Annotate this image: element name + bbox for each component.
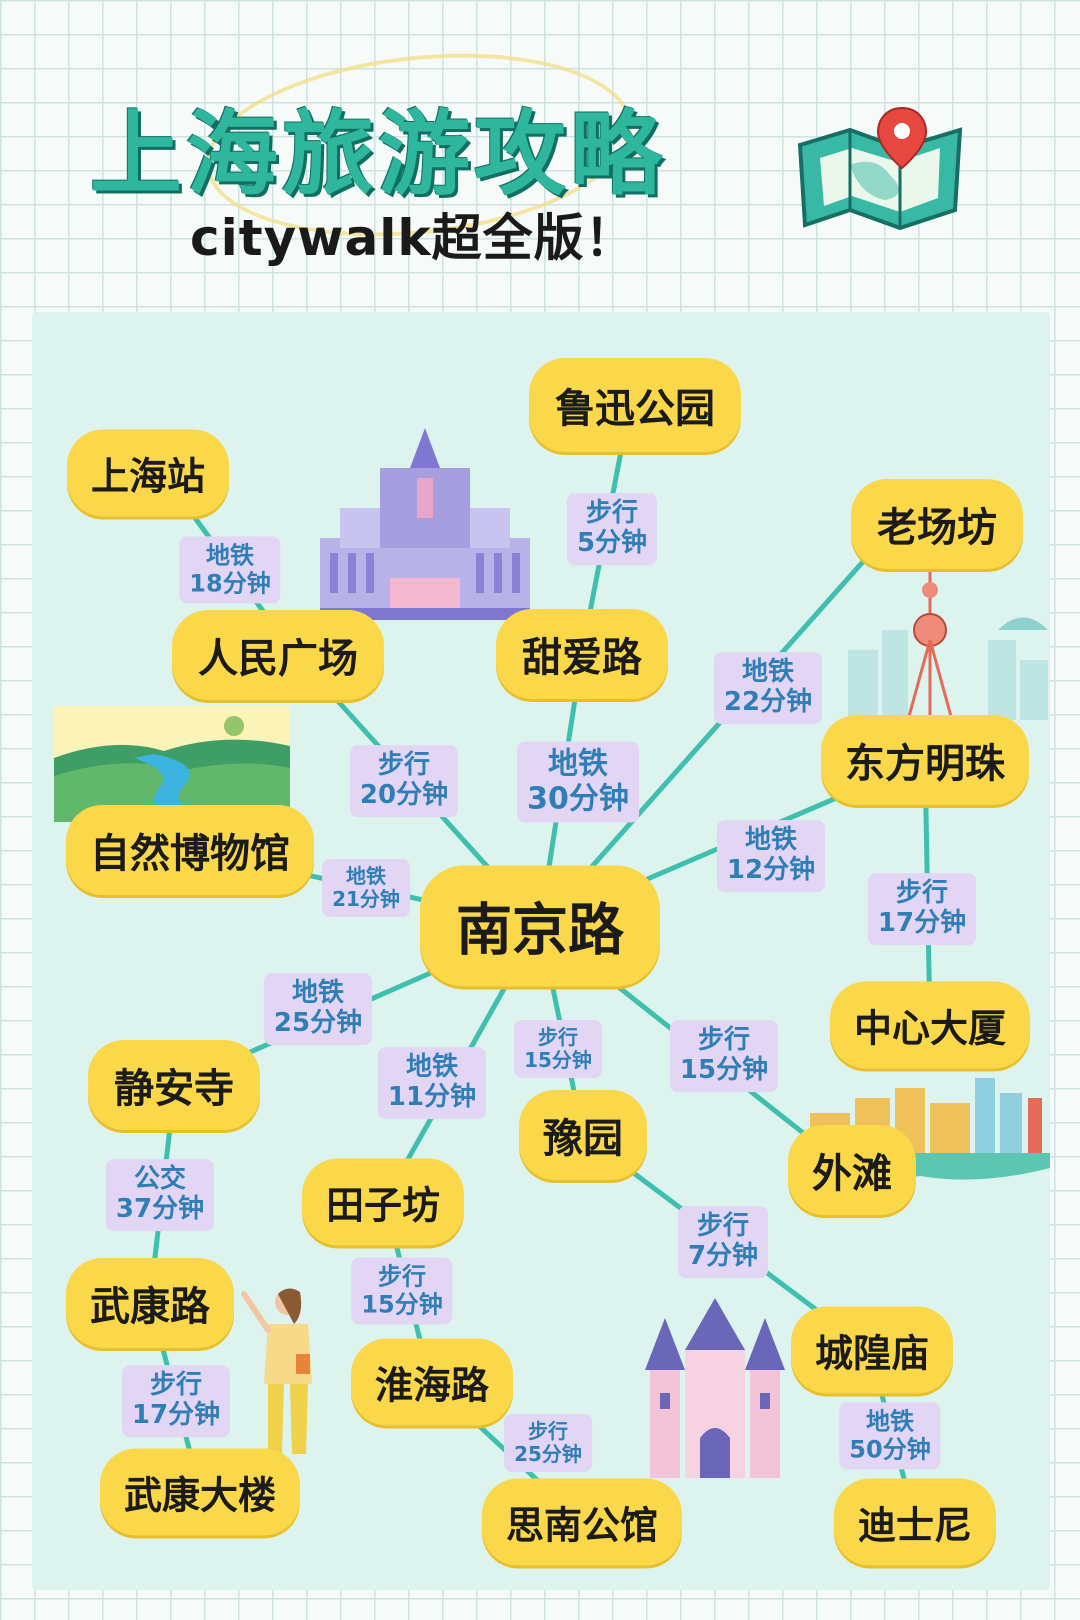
node-city-god-temple[interactable]: 城隍庙 <box>790 1306 954 1394</box>
tag-time: 15分钟 <box>679 1055 769 1085</box>
tag-mode: 地铁 <box>405 1052 458 1083</box>
oriental-pearl-tower-icon <box>848 560 1048 720</box>
tag-mode: 步行 <box>377 750 430 781</box>
node-natural-museum[interactable]: 自然博物馆 <box>66 805 314 895</box>
node-wukang-road[interactable]: 武康路 <box>66 1258 234 1348</box>
node-laochangfang[interactable]: 老场坊 <box>851 479 1023 569</box>
castle-icon <box>645 1298 785 1478</box>
node-yuyuan[interactable]: 豫园 <box>519 1090 647 1180</box>
tag-mode: 公交 <box>133 1164 186 1195</box>
node-wukang-building[interactable]: 武康大楼 <box>99 1448 301 1536</box>
node-tianai-road[interactable]: 甜爱路 <box>496 609 668 699</box>
tag-time: 25分钟 <box>514 1442 582 1466</box>
tag-mode: 地铁 <box>291 978 344 1009</box>
tag-time: 5分钟 <box>576 528 648 558</box>
tag-time: 50分钟 <box>849 1435 931 1463</box>
tag-mode: 步行 <box>149 1370 202 1401</box>
tag-mode: 地铁 <box>866 1407 914 1436</box>
node-the-bund[interactable]: 外滩 <box>788 1125 916 1215</box>
node-shanghai-station[interactable]: 上海站 <box>66 429 230 517</box>
tag-time: 12分钟 <box>726 855 816 885</box>
tag-time: 7分钟 <box>687 1241 759 1271</box>
tag-time: 37分钟 <box>115 1194 205 1224</box>
exhibition-building-icon <box>320 428 530 620</box>
tag-time: 11分钟 <box>387 1082 477 1112</box>
tag-time: 30分钟 <box>527 781 629 816</box>
tag-time: 15分钟 <box>524 1048 592 1072</box>
tag-mode: 步行 <box>538 1025 578 1049</box>
tag-time: 25分钟 <box>273 1008 363 1038</box>
node-jingan-temple[interactable]: 静安寺 <box>88 1040 260 1130</box>
page-subtitle: citywalk超全版！ <box>190 209 636 267</box>
tag-time: 20分钟 <box>359 780 449 810</box>
tag-mode: 地铁 <box>744 825 797 856</box>
node-oriental-pearl[interactable]: 东方明珠 <box>821 715 1029 805</box>
node-luxun-park[interactable]: 鲁迅公园 <box>529 358 741 452</box>
tag-time: 22分钟 <box>723 687 813 717</box>
tag-mode: 步行 <box>895 878 948 909</box>
title-area: 上海旅游攻略 citywalk超全版！ <box>0 0 1080 300</box>
page-title: 上海旅游攻略 <box>90 101 667 208</box>
map-pin-icon <box>797 106 963 231</box>
node-tianzifang[interactable]: 田子坊 <box>301 1158 465 1246</box>
tag-mode: 地铁 <box>206 541 254 570</box>
tag-time: 15分钟 <box>361 1290 443 1318</box>
tag-time: 17分钟 <box>877 908 967 938</box>
tag-time: 18分钟 <box>189 569 271 597</box>
tag-time: 21分钟 <box>332 887 400 911</box>
tag-mode: 地铁 <box>548 746 608 782</box>
tag-mode: 步行 <box>697 1025 750 1056</box>
tag-mode: 步行 <box>696 1211 749 1242</box>
tag-mode: 地铁 <box>346 864 386 888</box>
tag-mode: 步行 <box>528 1419 568 1443</box>
tag-mode: 步行 <box>378 1262 426 1291</box>
node-nanjing-road[interactable]: 南京路 <box>420 865 660 987</box>
node-sinan-mansion[interactable]: 思南公馆 <box>481 1478 683 1566</box>
tag-mode: 步行 <box>585 498 638 529</box>
node-peoples-square[interactable]: 人民广场 <box>172 610 384 700</box>
traveler-woman-icon <box>241 1288 312 1454</box>
tag-mode: 地铁 <box>741 657 794 688</box>
node-disney[interactable]: 迪士尼 <box>833 1478 997 1566</box>
node-huaihai-road[interactable]: 淮海路 <box>350 1338 514 1426</box>
tag-time: 17分钟 <box>131 1400 221 1430</box>
node-center-building[interactable]: 中心大厦 <box>829 981 1031 1069</box>
